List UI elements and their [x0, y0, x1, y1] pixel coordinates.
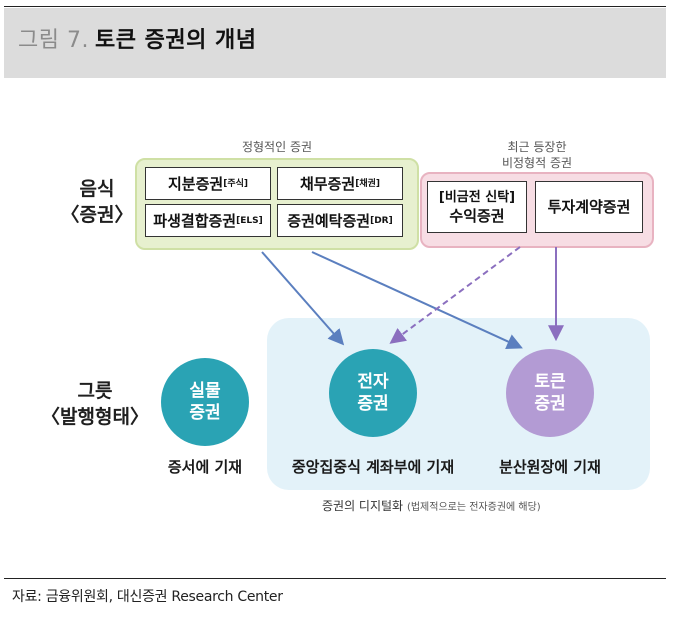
trust-beneficiary-box: [비금전 신탁] 수익증권: [427, 181, 527, 233]
token-circle-line2: 증권: [534, 394, 566, 414]
electronic-circle-line2: 증권: [357, 394, 389, 414]
physical-circle-line2: 증권: [189, 403, 221, 423]
debt-securities-box: 채무증권[채권]: [277, 167, 403, 200]
row-label-vessel-line2: 〈발행형태〉: [41, 406, 149, 428]
emerging-label-line2: 비정형적 증권: [501, 156, 573, 170]
token-securities-circle: 토큰 증권: [506, 349, 594, 437]
figure-header: [4, 8, 666, 78]
row-label-food-line2: 〈증권〉: [60, 204, 134, 226]
trust-beneficiary-line2: 수익증권: [449, 207, 505, 225]
physical-circle-line1: 실물: [189, 381, 221, 401]
equity-securities-sub: [주식]: [223, 178, 248, 189]
electronic-securities-circle: 전자 증권: [329, 349, 417, 437]
debt-securities-sub: [채권]: [355, 178, 380, 189]
electronic-circle-line1: 전자: [357, 372, 389, 392]
trust-beneficiary-line1: [비금전 신탁]: [438, 190, 516, 205]
typical-securities-label: 정형적인 증권: [241, 140, 313, 154]
digitalization-note-main: 증권의 디지털화: [322, 499, 404, 513]
row-label-food: 음식 〈증권〉: [52, 176, 142, 228]
equity-securities-label: 지분증권: [168, 174, 224, 193]
derivative-securities-box: 파생결합증권[ELS]: [145, 204, 271, 237]
debt-securities-label: 채무증권: [300, 174, 356, 193]
figure-number: 그림 7.: [18, 28, 89, 53]
figure-title-text: 토큰 증권의 개념: [94, 28, 257, 53]
equity-securities-box: 지분증권[주식]: [145, 167, 271, 200]
depositary-receipt-box: 증권예탁증권[DR]: [277, 204, 403, 237]
electronic-caption: 중앙집중식 계좌부에 기재: [291, 458, 455, 476]
digitalization-note: 증권의 디지털화 (법제적으로는 전자증권에 해당): [322, 497, 541, 514]
derivative-securities-sub: [ELS]: [236, 215, 263, 226]
investment-contract-label: 투자계약증권: [547, 198, 631, 216]
figure-title: 그림 7.토큰 증권의 개념: [18, 22, 256, 54]
investment-contract-box: 투자계약증권: [535, 181, 643, 233]
physical-securities-circle: 실물 증권: [161, 358, 249, 446]
depositary-receipt-label: 증권예탁증권: [287, 211, 371, 230]
top-rule: [4, 6, 666, 7]
digitalization-note-sub: (법제적으로는 전자증권에 해당): [406, 502, 541, 513]
arrow-typical-to-electronic: [261, 251, 345, 346]
arrow-trust-to-electronic-dashed: [389, 246, 521, 344]
depositary-receipt-sub: [DR]: [370, 215, 393, 226]
arrow-typical-to-token: [311, 251, 523, 349]
source-note: 자료: 금융위원회, 대신증권 Research Center: [12, 589, 283, 605]
emerging-label-line1: 최근 등장한: [507, 140, 567, 154]
row-label-vessel-line1: 그릇: [77, 380, 113, 402]
physical-caption: 증서에 기재: [167, 458, 243, 476]
bottom-rule: [4, 578, 666, 579]
derivative-securities-label: 파생결합증권: [153, 211, 237, 230]
row-label-vessel: 그릇 〈발행형태〉: [40, 378, 150, 430]
row-label-food-line1: 음식: [79, 178, 115, 200]
token-caption: 분산원장에 기재: [499, 458, 601, 476]
token-circle-line1: 토큰: [534, 372, 566, 392]
